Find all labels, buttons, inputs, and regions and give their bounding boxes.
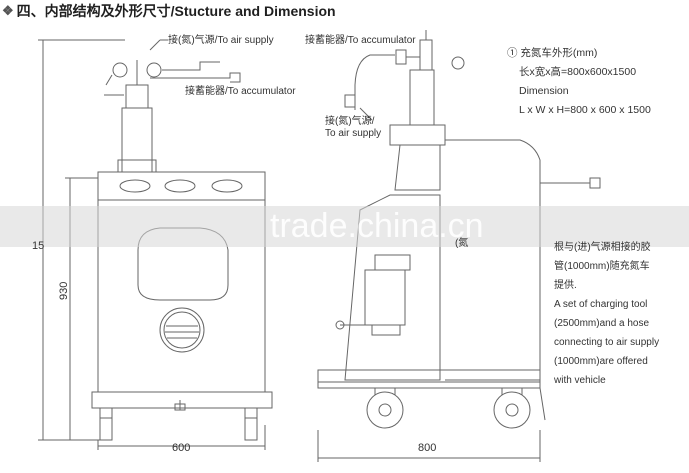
- note-line-6: connecting to air supply: [554, 337, 660, 348]
- watermark: trade.china.cn: [270, 207, 484, 245]
- section-title: 四、内部结构及外形尺寸/Stucture and Dimension: [16, 3, 336, 19]
- diamond-bullet-icon: ❖: [2, 3, 14, 18]
- note-line-2: 管(1000mm)随充氮车: [554, 261, 650, 272]
- front-height-clipped: 15: [32, 240, 45, 252]
- front-accumulator-label: 接蓄能器/To accumulator: [185, 86, 296, 97]
- side-air-supply-label-1: 接(氮)气源/: [325, 116, 375, 127]
- note-line-3: 提供.: [554, 280, 577, 291]
- spec-line-3: Dimension: [519, 85, 569, 97]
- front-height-dimension: 930: [58, 281, 70, 300]
- side-accumulator-label: 接蓄能器/To accumulator: [305, 35, 416, 46]
- side-air-supply-label-2: To air supply: [325, 128, 382, 139]
- note-line-5: (2500mm)and a hose: [554, 318, 650, 329]
- spec-line-1: ① 充氮车外形(mm): [507, 47, 598, 59]
- spec-line-4: L x W x H=800 x 600 x 1500: [519, 104, 651, 116]
- note-line-4: A set of charging tool: [554, 299, 648, 310]
- note-block: 根与(进)气源相接的胶 管(1000mm)随充氮车 提供. A set of c…: [554, 238, 686, 390]
- front-width-dimension: 600: [172, 442, 191, 454]
- spec-block: ① 充氮车外形(mm) 长x宽x高=800x600x1500 Dimension…: [507, 44, 651, 120]
- spec-line-2: 长x宽x高=800x600x1500: [519, 66, 637, 78]
- side-partial-label: (氮: [455, 238, 469, 249]
- section-header: ❖ 四、内部结构及外形尺寸/Stucture and Dimension: [2, 1, 336, 21]
- front-air-supply-label: 接(氮)气源/To air supply: [168, 35, 274, 46]
- side-length-dimension: 800: [418, 442, 437, 454]
- watermark-band: [0, 206, 689, 247]
- note-line-8: with vehicle: [554, 375, 606, 386]
- note-line-1: 根与(进)气源相接的胶: [554, 242, 651, 253]
- note-line-7: (1000mm)are offered: [554, 356, 648, 367]
